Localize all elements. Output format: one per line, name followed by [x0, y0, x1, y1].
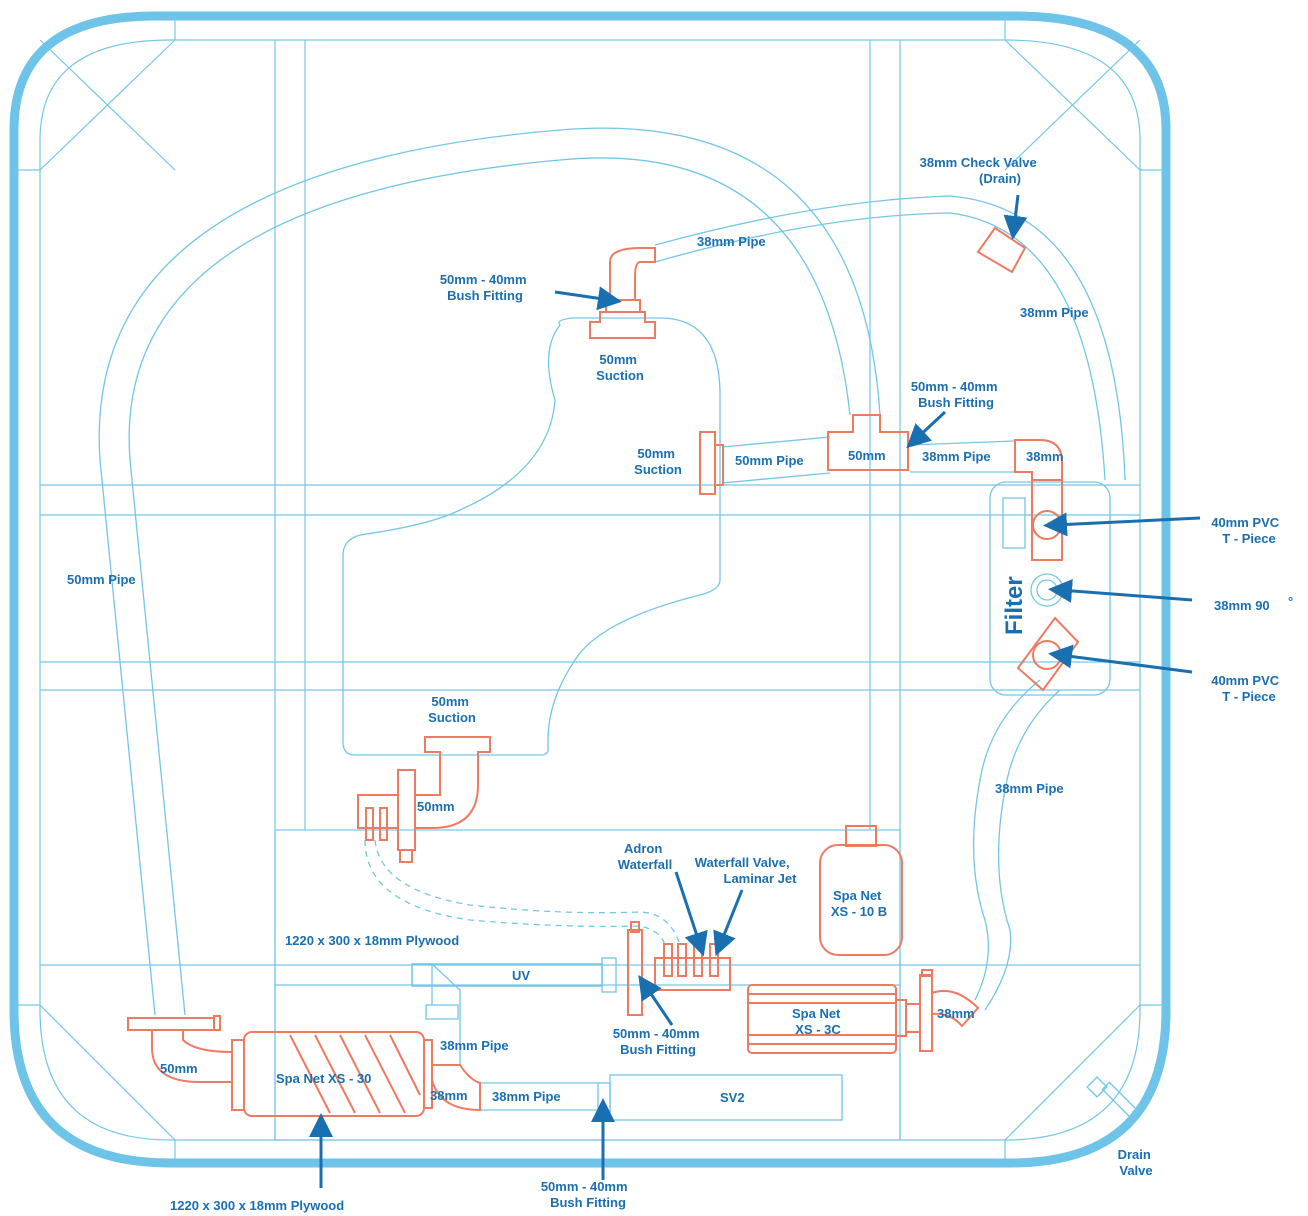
label-drain-valve: Drain Valve: [1118, 1147, 1155, 1178]
bush-fitting-top-elbow: [609, 247, 656, 301]
label-heater: Spa Net XS - 10 B: [831, 888, 887, 919]
label-suction-top: 50mm Suction: [596, 352, 644, 383]
label-sv2: SV2: [720, 1090, 745, 1105]
bush-fitting-mid: [627, 929, 643, 1016]
label-suction-mid: 50mm Suction: [634, 446, 682, 477]
label-elbow-90: 38mm 90: [1214, 598, 1270, 613]
uv-unit: [411, 963, 603, 987]
label-bush-bottom: 50mm - 40mm Bush Fitting: [541, 1179, 631, 1210]
label-pump-left: Spa Net XS - 30: [276, 1071, 371, 1086]
filter-tpiece-bottom: [1016, 616, 1080, 692]
suction-bottom-elbow: [414, 736, 491, 829]
label-elbow-50-pump: 50mm: [160, 1061, 198, 1076]
elbow-90-fitting: [1030, 573, 1064, 607]
label-degree: °: [1288, 594, 1293, 609]
label-pipe-38-top: 38mm Pipe: [697, 234, 766, 249]
label-adron: Adron Waterfall: [618, 841, 672, 872]
label-bush-top-left: 50mm - 40mm Bush Fitting: [440, 272, 530, 303]
label-tpiece-bottom: 40mm PVC T - Piece: [1211, 673, 1283, 704]
label-tpiece-top: 40mm PVC T - Piece: [1211, 515, 1283, 546]
label-suction-bottom: 50mm Suction: [428, 694, 476, 725]
label-bush-mid: 50mm - 40mm Bush Fitting: [613, 1026, 703, 1057]
label-pipe-38-right-top: 38mm Pipe: [1020, 305, 1089, 320]
label-pipe-50-mid: 50mm Pipe: [735, 453, 804, 468]
waterfall-manifold: [654, 957, 731, 991]
footwell-outline: [342, 317, 721, 756]
pump-xs-30: [127, 1015, 433, 1117]
label-filter: Filter: [1001, 576, 1028, 635]
label-pipe-38-right-bottom: 38mm Pipe: [995, 781, 1064, 796]
label-pipe-50-left: 50mm Pipe: [67, 572, 136, 587]
label-check-valve: 38mm Check Valve (Drain): [920, 155, 1041, 186]
label-bush-top-right: 50mm - 40mm Bush Fitting: [911, 379, 1001, 410]
uv-union: [425, 1004, 459, 1020]
labels: 38mm Check Valve (Drain) 38mm Pipe 50mm …: [67, 155, 1293, 1213]
label-pipe-38-mid: 38mm Pipe: [922, 449, 991, 464]
label-elbow-38-top: 38mm: [1026, 449, 1064, 464]
filter-tpiece-top: [1031, 479, 1063, 561]
suction-top-fitting: [589, 311, 656, 339]
elbow-38mm-bottom: [431, 1064, 481, 1112]
label-pipe-38-vertical: 38mm Pipe: [440, 1038, 509, 1053]
filter-housing: [989, 481, 1111, 696]
label-uv: UV: [512, 968, 530, 983]
structural-frame: [39, 16, 1141, 1163]
spa-shell-frame: [9, 11, 1171, 1168]
label-pump-right: Spa Net XS - 3C: [792, 1006, 844, 1037]
label-elbow-50: 50mm: [417, 799, 455, 814]
label-tee-50: 50mm: [848, 448, 886, 463]
check-valve-drain: [976, 226, 1027, 274]
tee-50mm: [827, 414, 909, 471]
label-elbow-38-pump: 38mm: [937, 1006, 975, 1021]
sv2-box: [609, 1074, 843, 1121]
label-waterfall-valve: Waterfall Valve, Laminar Jet: [695, 855, 797, 886]
pump-xs-3c: [747, 969, 980, 1054]
label-plywood-top: 1220 x 300 x 18mm Plywood: [285, 933, 459, 948]
drain-valve: [1086, 1076, 1139, 1119]
elbow-38mm-top: [1014, 439, 1063, 481]
label-elbow-38-bottom: 38mm: [430, 1088, 468, 1103]
pipe-runs: [98, 127, 1126, 1111]
label-pipe-38-bottom: 38mm Pipe: [492, 1089, 561, 1104]
label-plywood-bottom: 1220 x 300 x 18mm Plywood: [170, 1198, 344, 1213]
leader-arrows: [309, 194, 1201, 1188]
